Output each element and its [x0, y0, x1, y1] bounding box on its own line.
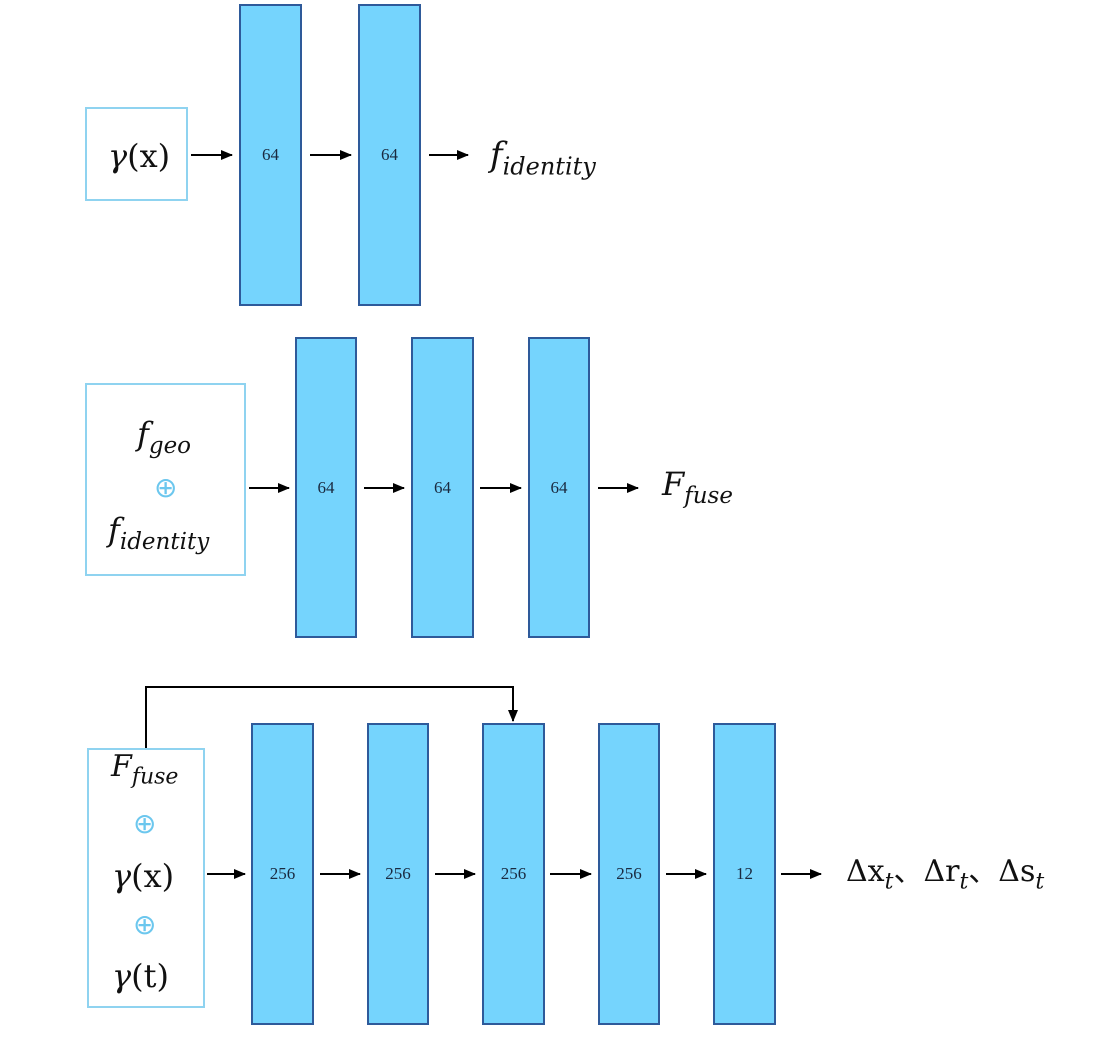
delta-x-sub: t: [884, 869, 894, 895]
term-main: F: [111, 749, 132, 784]
layer-size-label: 64: [317, 477, 335, 497]
delta-s: Δst: [998, 854, 1044, 894]
layer-size-label: 64: [262, 145, 279, 164]
output-main: F: [662, 465, 685, 503]
oplus-icon: ⊕: [133, 807, 157, 840]
block1-output-f-identity: fidentity: [490, 138, 596, 178]
layer-size-label: 256: [500, 864, 527, 883]
delta-r-sub: t: [959, 869, 969, 895]
term-main: f: [108, 511, 120, 549]
layer-size-label: 256: [616, 864, 642, 883]
layer-size-label: 64: [381, 145, 398, 164]
delta-r: Δrt: [923, 854, 968, 894]
gamma-arg: (x): [127, 137, 171, 175]
delta-x: Δxt: [846, 854, 893, 894]
block3-input-box: [87, 748, 205, 1008]
block1-layer-1: 64: [239, 4, 302, 306]
block3-layer-2: 256: [367, 723, 429, 1025]
skip-connection-arrow: [145, 686, 518, 748]
block2-layer-2: 64: [411, 337, 474, 638]
oplus-icon: ⊕: [154, 471, 178, 504]
oplus-icon: ⊕: [133, 908, 157, 941]
gamma-symbol: γ: [112, 857, 132, 895]
output-main: f: [490, 135, 503, 175]
delta-x-main: Δx: [846, 854, 885, 889]
layer-size-label: 256: [269, 864, 296, 883]
layer-size-label: 64: [434, 477, 451, 497]
block3-input-gamma-t: γ(t): [112, 960, 169, 992]
block3-layer-3: 256: [482, 723, 545, 1025]
block1-input-box: [85, 107, 188, 201]
block2-layer-1: 64: [295, 337, 357, 638]
block3-layer-5: 12: [713, 723, 776, 1025]
term-sub: identity: [119, 529, 210, 556]
gamma-symbol: γ: [112, 957, 132, 995]
block1-layer-2: 64: [358, 4, 421, 306]
term-sub: geo: [148, 433, 192, 460]
gamma-symbol: γ: [108, 137, 128, 175]
delta-s-sub: t: [1035, 869, 1045, 895]
layer-size-label: 256: [385, 864, 411, 883]
block3-input-f-fuse: Ffuse: [111, 752, 178, 789]
layer-size-label: 12: [736, 864, 753, 883]
layer-size-label: 64: [550, 477, 568, 497]
term-sub: fuse: [131, 764, 179, 790]
delta-s-main: Δs: [998, 854, 1036, 889]
block2-input-box: [85, 383, 246, 576]
gamma-arg: (t): [131, 957, 169, 995]
block2-input-f-identity: fidentity: [108, 514, 209, 554]
block3-input-gamma-x: γ(x): [112, 860, 174, 892]
block1-input-gamma-x: γ(x): [108, 140, 170, 172]
block2-input-f-geo: fgeo: [137, 418, 191, 458]
gamma-arg: (x): [131, 857, 175, 895]
block3-layer-1: 256: [251, 723, 314, 1025]
separator: 、: [893, 854, 924, 889]
term-main: f: [137, 415, 149, 453]
block2-output-f-fuse: Ffuse: [662, 468, 733, 508]
block2-layer-3: 64: [528, 337, 590, 638]
delta-r-main: Δr: [923, 854, 960, 889]
output-sub: fuse: [684, 483, 733, 510]
block3-layer-4: 256: [598, 723, 660, 1025]
separator: 、: [968, 854, 999, 889]
output-sub: identity: [502, 152, 596, 181]
block3-output-deltas: Δxt、Δrt、Δst: [846, 857, 1044, 894]
